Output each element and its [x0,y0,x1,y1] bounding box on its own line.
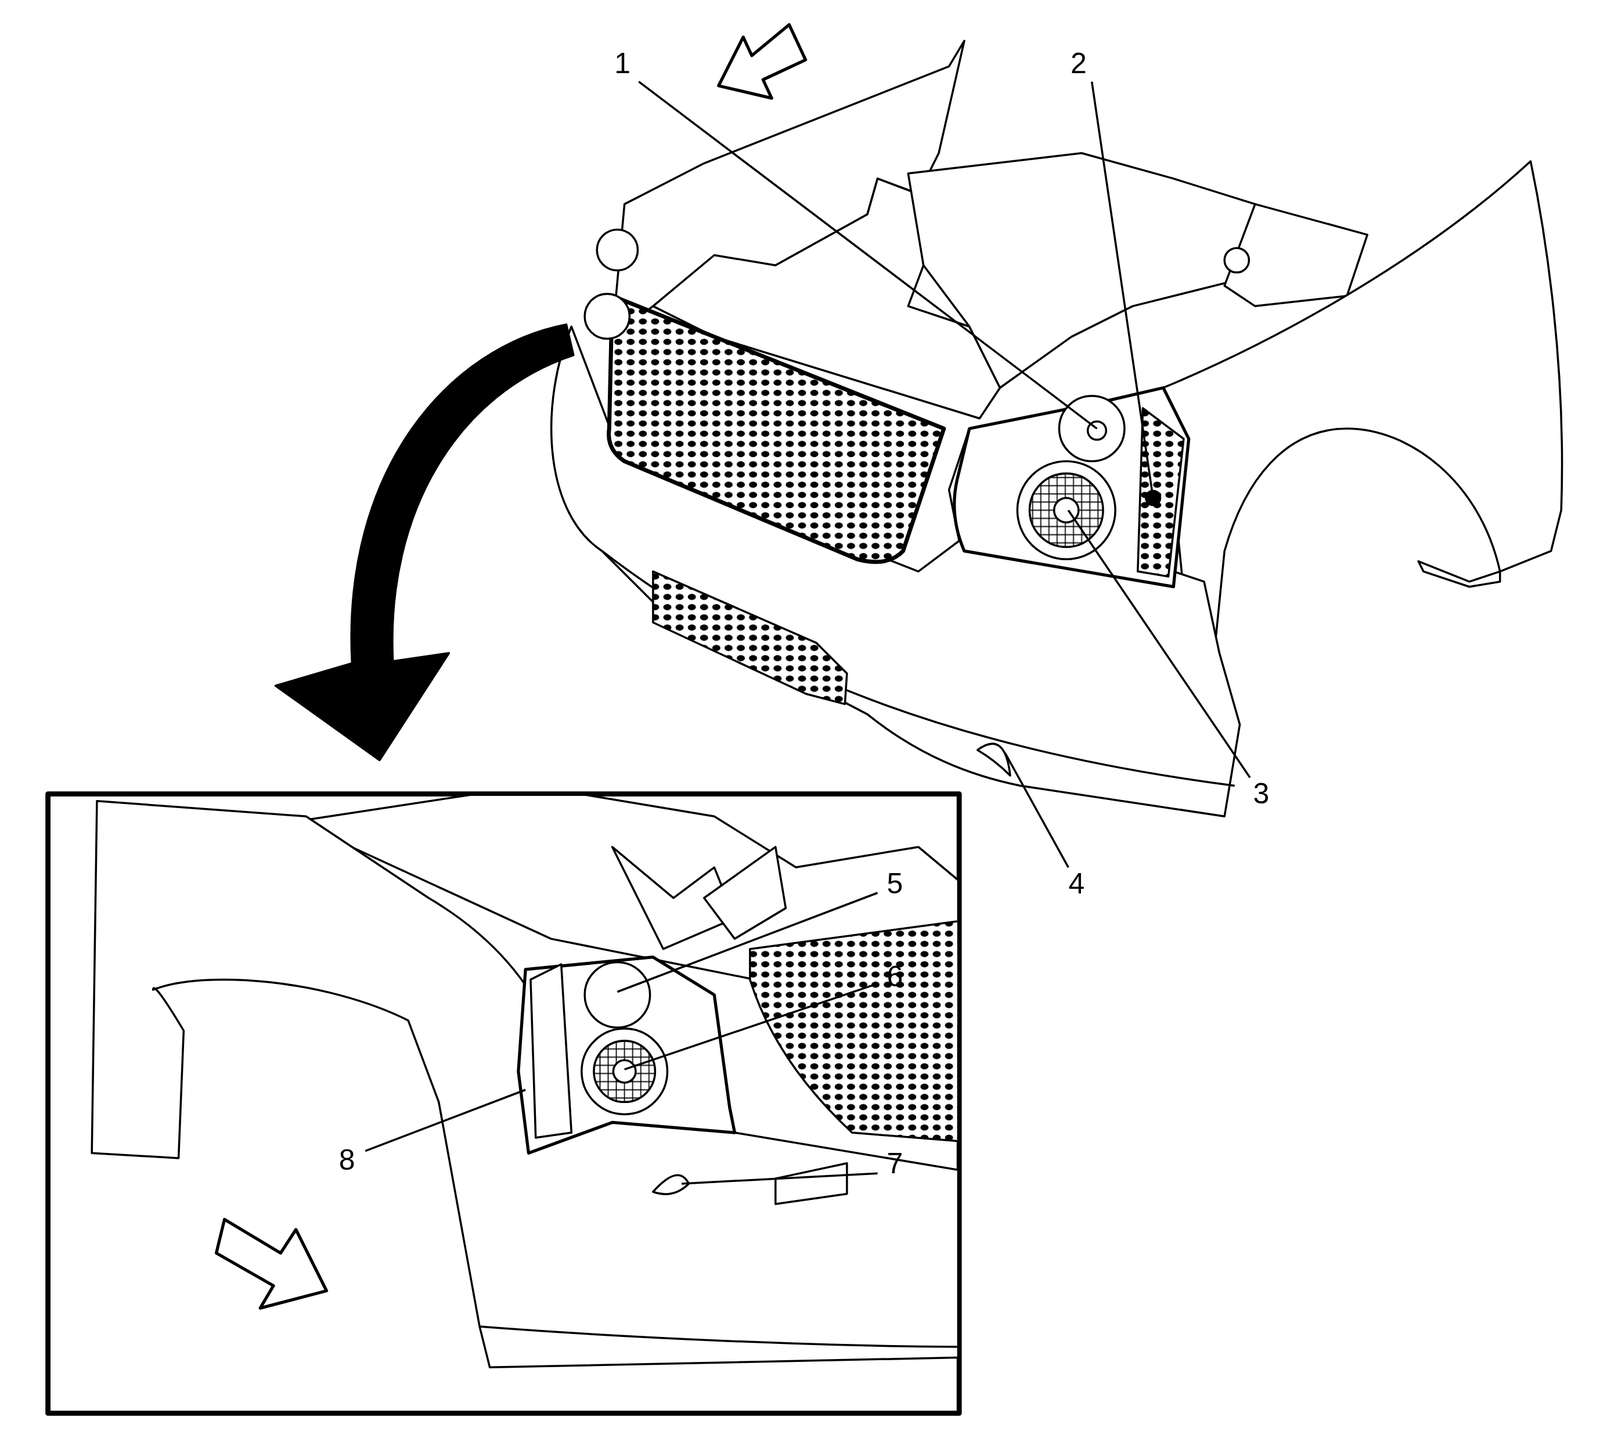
callout-number: 3 [1253,779,1270,809]
callout-number: 1 [614,48,631,78]
callout-number: 5 [887,869,904,899]
callout-number: 6 [887,961,904,992]
callout-number: 8 [339,1145,356,1175]
callout-number: 2 [1070,48,1087,78]
callout-number: 4 [1068,869,1085,899]
callout-number: 7 [887,1148,904,1178]
